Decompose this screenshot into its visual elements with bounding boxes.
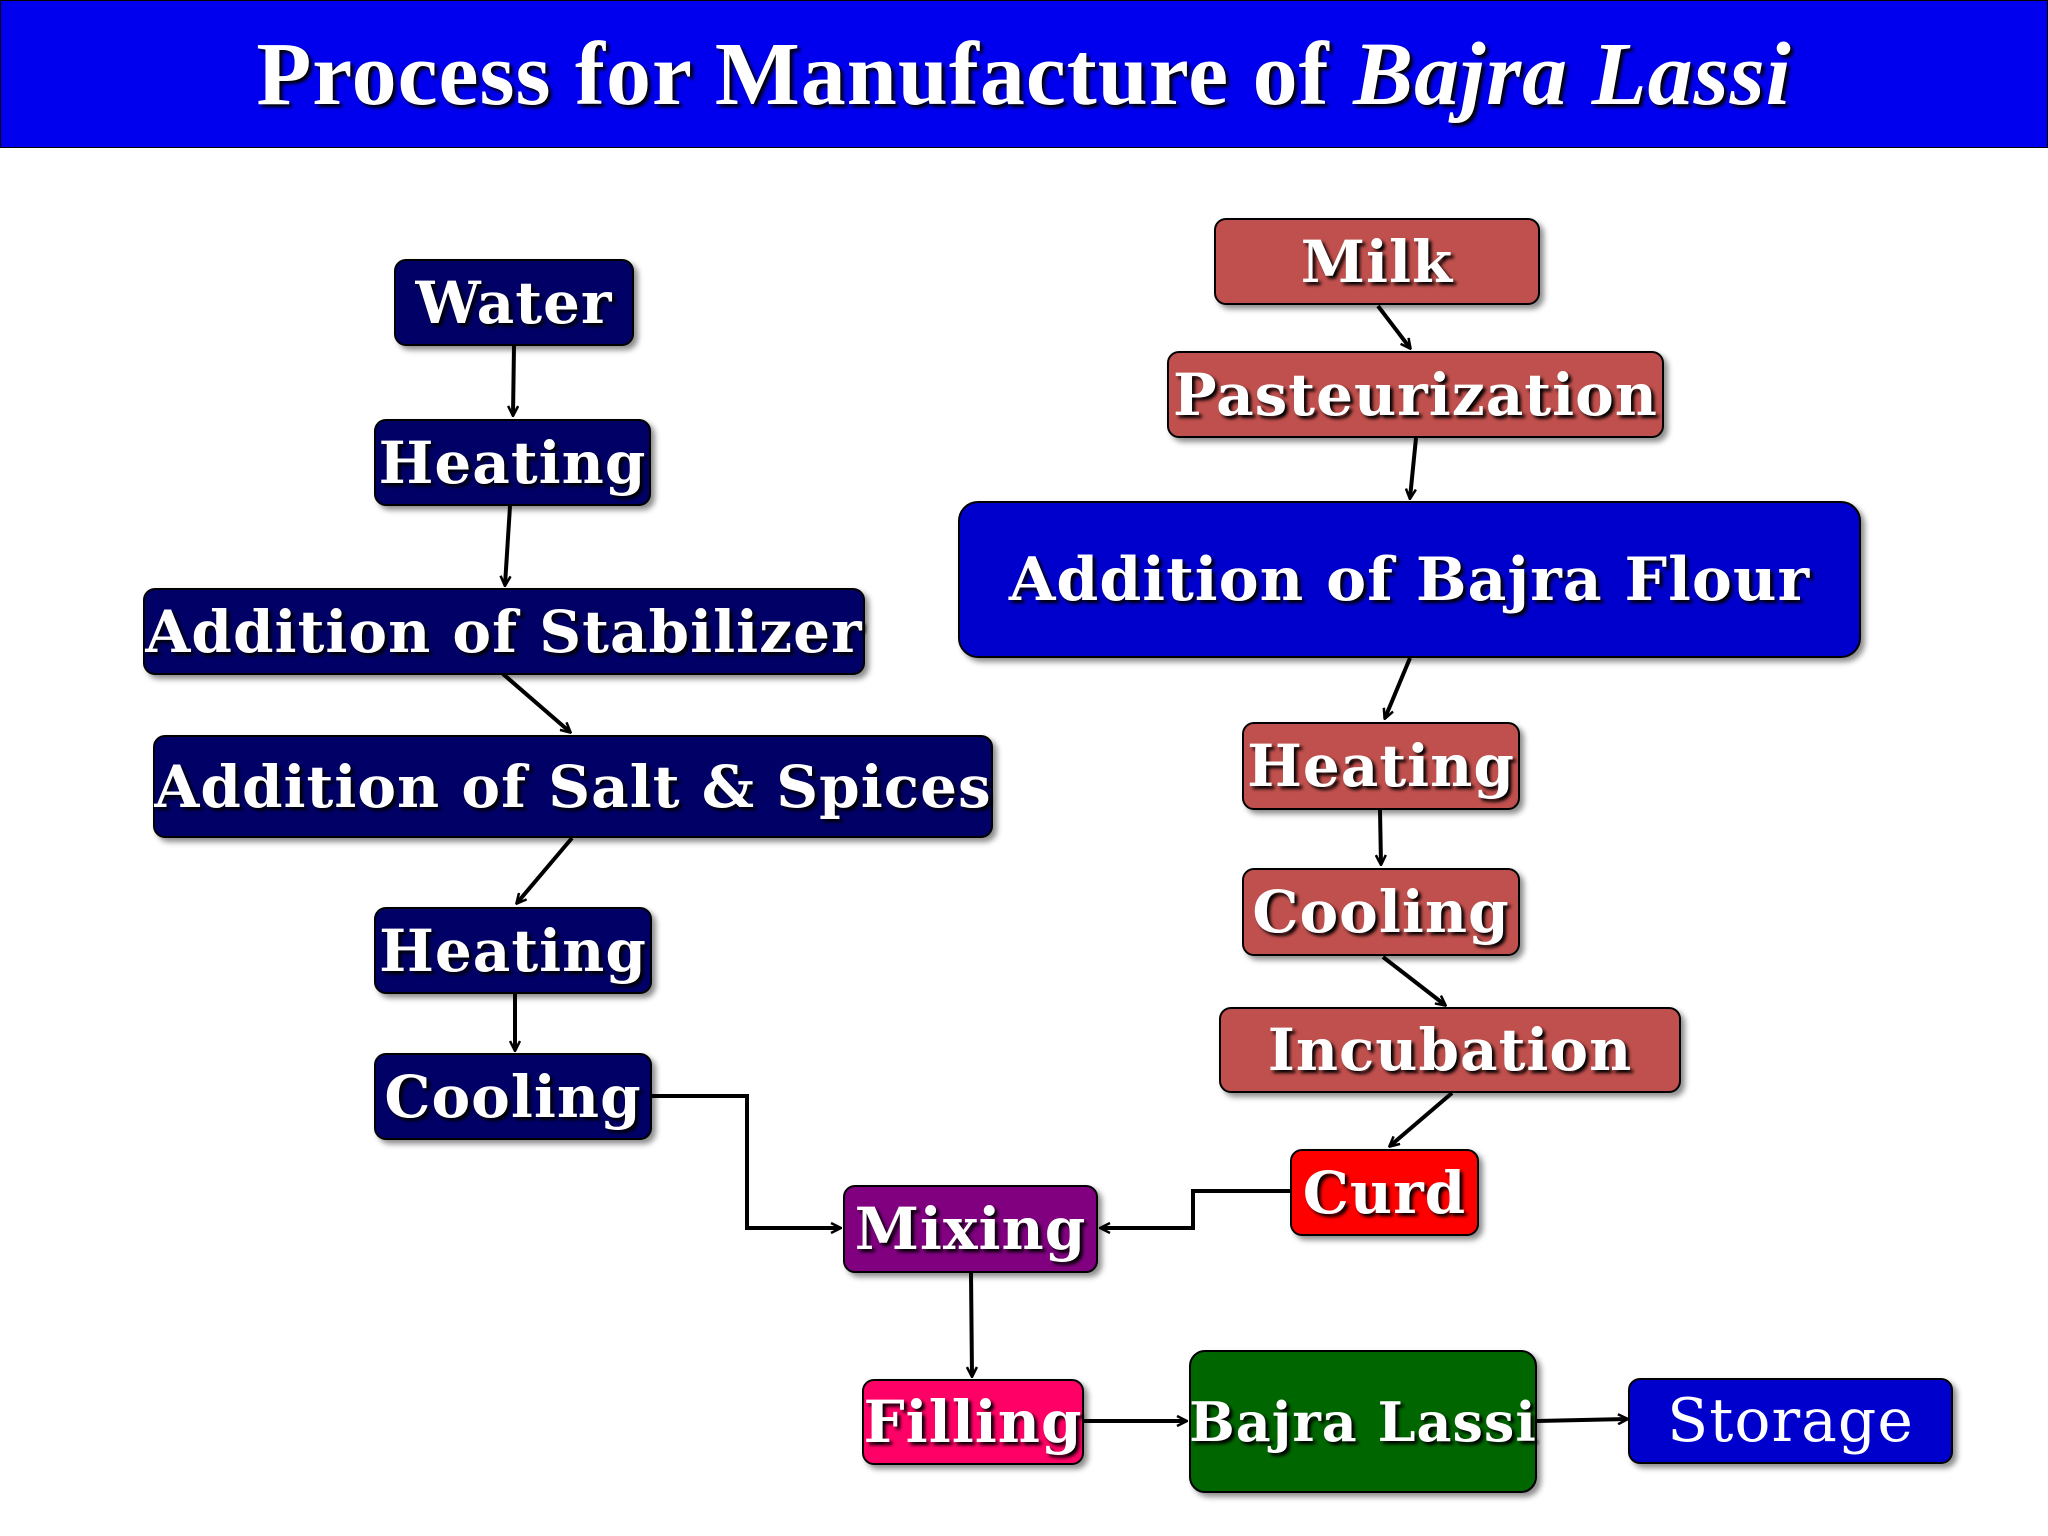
arrow-cooling-incubation [1381,955,1445,1005]
milk: Milk [1214,218,1540,305]
cooling-right-label: Cooling [1252,878,1510,946]
arrow-heating-stabilizer [505,505,512,585]
heating-left-2-label: Heating [379,916,647,985]
mixing-label: Mixing [854,1195,1087,1263]
arrow-salt-heating [517,836,574,903]
arrow-water-heating [513,345,514,415]
bajra-lassi: Bajra Lassi [1189,1350,1537,1493]
arrow-pasteurization-flour [1410,437,1418,498]
pasteurization-label: Pasteurization [1173,360,1658,429]
curd-label: Curd [1302,1158,1467,1227]
heating-right-label: Heating [1247,732,1515,800]
arrow-stabilizer-salt [501,672,570,732]
heating-left-1: Heating [374,419,651,506]
title-main: Process for Manufacture of [256,24,1330,124]
storage-label: Storage [1667,1386,1914,1456]
pasteurization: Pasteurization [1167,351,1664,438]
incubation: Incubation [1219,1007,1681,1093]
heating-right: Heating [1242,722,1520,810]
milk-label: Milk [1300,227,1454,296]
mixing: Mixing [843,1185,1098,1273]
page-title: Process for Manufacture of Bajra Lassi [256,23,1791,126]
arrow-curd-mixing [1101,1189,1290,1228]
curd: Curd [1290,1149,1479,1236]
stabilizer-label: Addition of Stabilizer [145,597,863,666]
title-italic: Bajra Lassi [1353,24,1792,124]
cooling-left-label: Cooling [384,1062,642,1131]
water-label: Water [415,268,613,337]
incubation-label: Incubation [1267,1016,1633,1084]
salt-spices-label: Addition of Salt & Spices [154,752,992,821]
heating-left-1-label: Heating [378,428,647,497]
bajra-flour-label: Addition of Bajra Flour [1008,544,1811,615]
water: Water [394,259,634,346]
arrow-heating-cooling-right [1380,809,1381,864]
arrow-incubation-curd [1390,1091,1454,1146]
storage: Storage [1628,1378,1953,1464]
filling-label: Filling [863,1388,1083,1456]
heating-left-2: Heating [374,907,652,994]
stabilizer: Addition of Stabilizer [143,588,865,675]
salt-spices: Addition of Salt & Spices [153,735,993,838]
arrow-milk-pasteurization [1376,304,1410,348]
title-bar: Process for Manufacture of Bajra Lassi [0,0,2048,148]
bajra-flour: Addition of Bajra Flour [958,501,1861,658]
arrow-lassi-storage [1536,1419,1627,1421]
arrow-flour-heating [1385,657,1412,718]
arrow-cooling-mixing [651,1094,840,1228]
filling: Filling [862,1379,1084,1465]
cooling-left: Cooling [374,1053,652,1140]
bajra-lassi-label: Bajra Lassi [1189,1389,1537,1454]
arrow-mixing-filling [971,1272,972,1376]
cooling-right: Cooling [1242,868,1520,956]
